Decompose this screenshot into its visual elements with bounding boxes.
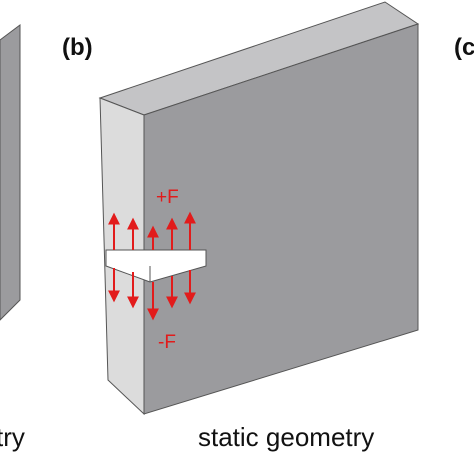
right-panel-label-fragment: (c xyxy=(454,34,474,61)
left-caption-fragment: try xyxy=(0,422,25,452)
right-panel: (c xyxy=(454,34,474,61)
panel-caption: static geometry xyxy=(198,422,374,452)
specimen-block xyxy=(98,1,420,416)
left-panel: try xyxy=(0,24,25,452)
upper-force-arrows xyxy=(108,211,196,250)
force-label-negative: -F xyxy=(158,332,176,353)
lower-force-arrows xyxy=(108,268,196,321)
force-label-positive: +F xyxy=(156,187,179,208)
panel-label-b: (b) xyxy=(62,34,93,61)
left-block-front-face xyxy=(0,24,21,321)
middle-panel: (b) +F -F static geometry xyxy=(62,1,420,452)
